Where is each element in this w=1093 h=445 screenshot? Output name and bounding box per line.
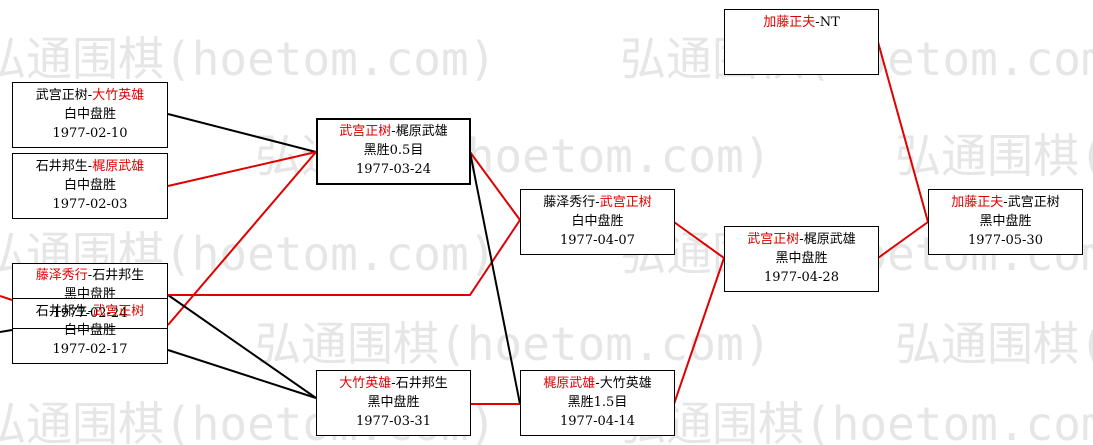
white-player: 梶原武雄 [395, 124, 448, 139]
players-line: 武宫正树-大竹英雄 [35, 88, 145, 103]
game-node-g2[interactable]: 石井邦生-梶原武雄 白中盘胜 1977-02-03 [12, 153, 168, 219]
white-player: 武宫正树 [1007, 195, 1060, 210]
players-line: 武宫正树-梶原武雄 [339, 124, 448, 139]
players-line: 梶原武雄-大竹英雄 [543, 376, 652, 391]
connector-g5-g7 [469, 151, 521, 221]
result-text: 黑中盘胜 [775, 251, 828, 266]
game-node-g5[interactable]: 武宫正树-梶原武雄 黑胜0.5目 1977-03-24 [316, 118, 471, 185]
black-player: 石井邦生 [35, 159, 88, 174]
result-text: 白中盘胜 [63, 107, 116, 122]
result-text: 黑中盘胜 [367, 395, 420, 410]
game-node-g1[interactable]: 武宫正树-大竹英雄 白中盘胜 1977-02-10 [12, 82, 168, 148]
date-text: 1977-03-31 [356, 414, 431, 429]
date-text: 1977-02-10 [52, 126, 128, 141]
black-player: 藤泽秀行 [35, 268, 88, 283]
white-player: 大竹英雄 [92, 88, 145, 103]
players-line: 石井邦生-梶原武雄 [35, 159, 145, 174]
game-node-g3[interactable]: 藤泽秀行-石井邦生 黑中盘胜 1977-02-24 [12, 263, 168, 329]
game-node-g7[interactable]: 藤泽秀行-武宫正树 白中盘胜 1977-04-07 [520, 189, 675, 255]
date-text: 1977-02-03 [52, 197, 128, 212]
result-text: 白中盘胜 [63, 178, 116, 193]
date-text: 1977-03-24 [356, 162, 431, 177]
white-player: 石井邦生 [395, 376, 448, 391]
black-player: 梶原武雄 [543, 376, 596, 391]
connector-edge-left-2 [0, 329, 13, 333]
black-player: 武宫正树 [35, 88, 88, 103]
white-player: 大竹英雄 [599, 376, 652, 391]
connector-g3-g6 [167, 294, 317, 399]
white-player: 武宫正树 [92, 304, 145, 319]
players-line: 石井邦生-武宫正树 [35, 304, 145, 319]
game-node-g10[interactable]: 加藤正夫-NT [724, 9, 879, 75]
white-player: 梶原武雄 [803, 232, 856, 247]
players-line: 武宫正树-梶原武雄 [747, 232, 856, 247]
black-player: 石井邦生 [35, 304, 88, 319]
date-text: 1977-05-30 [968, 233, 1043, 248]
black-player: 武宫正树 [339, 124, 392, 139]
players-line: 藤泽秀行-武宫正树 [543, 195, 652, 210]
connector-edge-left-1 [0, 295, 13, 301]
game-node-g6[interactable]: 大竹英雄-石井邦生 黑中盘胜 1977-03-31 [316, 370, 471, 436]
black-player: 加藤正夫 [951, 195, 1004, 210]
connector-g4-g5 [167, 151, 317, 326]
connector-g4-g6 [167, 349, 317, 399]
game-node-g9[interactable]: 武宫正树-梶原武雄 黑中盘胜 1977-04-28 [724, 226, 879, 292]
result-text: 白中盘胜 [571, 214, 624, 229]
date-text: 1977-04-28 [764, 270, 839, 285]
result-text: 白中盘胜 [63, 323, 116, 338]
connector-g5-g8 [469, 151, 521, 405]
date-text: 1977-02-17 [52, 342, 128, 357]
players-line: 加藤正夫-武宫正树 [951, 195, 1060, 210]
white-player: NT [819, 15, 840, 30]
connector-g2-g5 [167, 151, 317, 187]
connector-g9-g11 [877, 221, 929, 259]
white-player: 梶原武雄 [92, 159, 145, 174]
game-node-g4[interactable]: 石井邦生-武宫正树 白中盘胜 1977-02-17 [12, 298, 168, 364]
connector-g10-g11 [877, 41, 929, 223]
white-player: 石井邦生 [92, 268, 145, 283]
connector-g1-g5 [167, 113, 317, 153]
result-text: 黑中盘胜 [979, 214, 1032, 229]
players-line: 大竹英雄-石井邦生 [339, 376, 448, 391]
date-text: 1977-04-07 [560, 233, 635, 248]
result-text: 黑胜1.5目 [567, 395, 628, 410]
black-player: 藤泽秀行 [543, 195, 596, 210]
game-node-g8[interactable]: 梶原武雄-大竹英雄 黑胜1.5目 1977-04-14 [520, 370, 675, 436]
connector-g7-g9 [673, 221, 725, 259]
black-player: 加藤正夫 [763, 15, 816, 30]
black-player: 武宫正树 [747, 232, 800, 247]
date-text: 1977-02-24 [52, 306, 128, 321]
date-text: 1977-04-14 [560, 414, 635, 429]
connector-g3-g7 [168, 219, 521, 296]
players-line: 加藤正夫-NT [763, 15, 840, 30]
white-player: 武宫正树 [599, 195, 652, 210]
black-player: 大竹英雄 [339, 376, 392, 391]
players-line: 藤泽秀行-石井邦生 [35, 268, 145, 283]
game-node-g11[interactable]: 加藤正夫-武宫正树 黑中盘胜 1977-05-30 [928, 189, 1083, 255]
result-text: 黑胜0.5目 [363, 143, 424, 158]
connector-g8-g9 [673, 257, 725, 405]
